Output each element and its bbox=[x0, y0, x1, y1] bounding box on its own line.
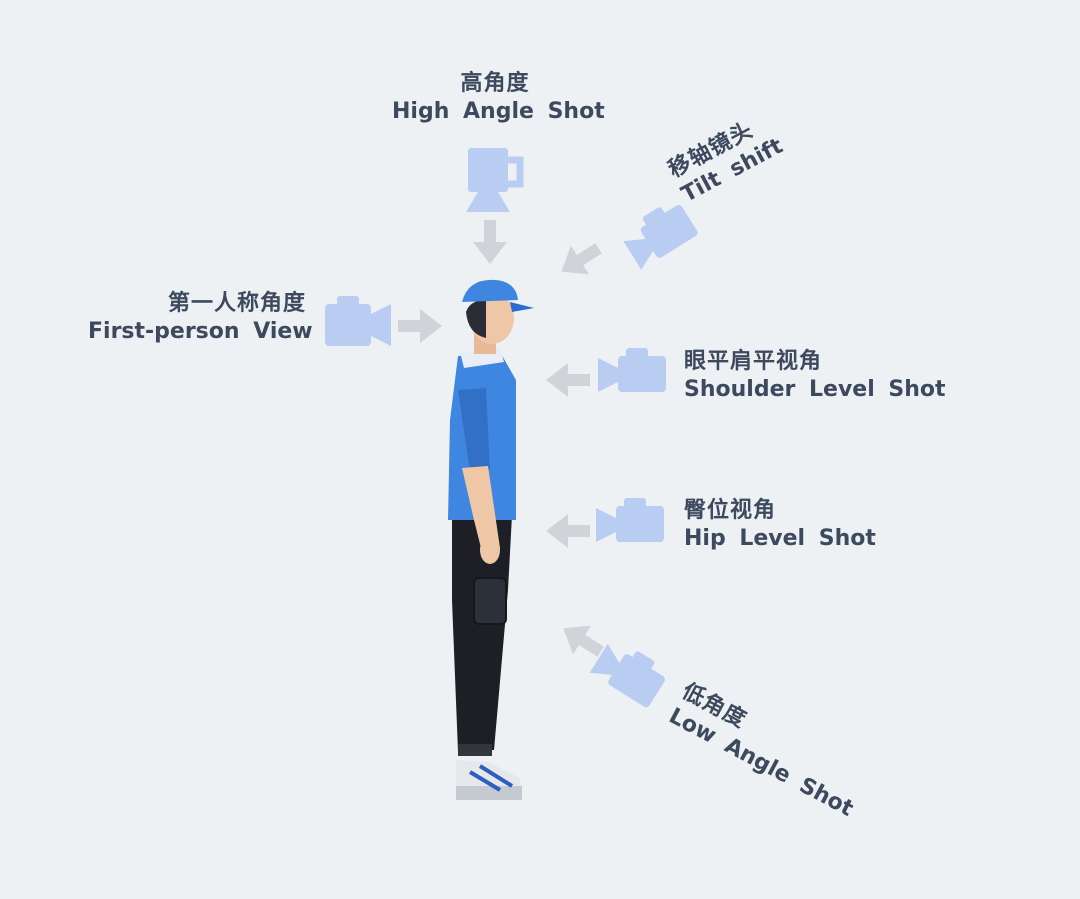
shoulder-level-label-en: Shoulder Level Shot bbox=[684, 376, 946, 404]
shoulder-level-arrow-icon bbox=[546, 363, 590, 397]
hip-level-camera-icon bbox=[596, 498, 664, 542]
hip-level-arrow-icon bbox=[546, 514, 590, 548]
shoulder-level-label: 眼平肩平视角 Shoulder Level Shot bbox=[684, 348, 946, 403]
tilt-shift-arrow-icon bbox=[552, 234, 607, 286]
high-angle-label: 高角度 High Angle Shot bbox=[392, 70, 598, 125]
shoulder-level-label-zh: 眼平肩平视角 bbox=[684, 348, 946, 376]
hip-level-label-zh: 臀位视角 bbox=[684, 497, 876, 525]
high-angle-arrow-icon bbox=[473, 220, 507, 264]
hip-level-label: 臀位视角 Hip Level Shot bbox=[684, 497, 876, 552]
person-figure bbox=[448, 280, 534, 800]
hip-level-label-en: Hip Level Shot bbox=[684, 525, 876, 553]
tilt-shift-camera-icon bbox=[618, 197, 699, 270]
first-person-label-en: First-person View bbox=[88, 318, 306, 346]
high-angle-camera-icon bbox=[466, 148, 520, 212]
first-person-label: 第一人称角度 First-person View bbox=[88, 290, 306, 345]
shoulder-level-camera-icon bbox=[598, 348, 666, 392]
first-person-label-zh: 第一人称角度 bbox=[88, 290, 306, 318]
high-angle-label-en: High Angle Shot bbox=[392, 98, 598, 126]
first-person-camera-icon bbox=[325, 296, 391, 346]
first-person-arrow-icon bbox=[398, 309, 442, 343]
high-angle-label-zh: 高角度 bbox=[392, 70, 598, 98]
